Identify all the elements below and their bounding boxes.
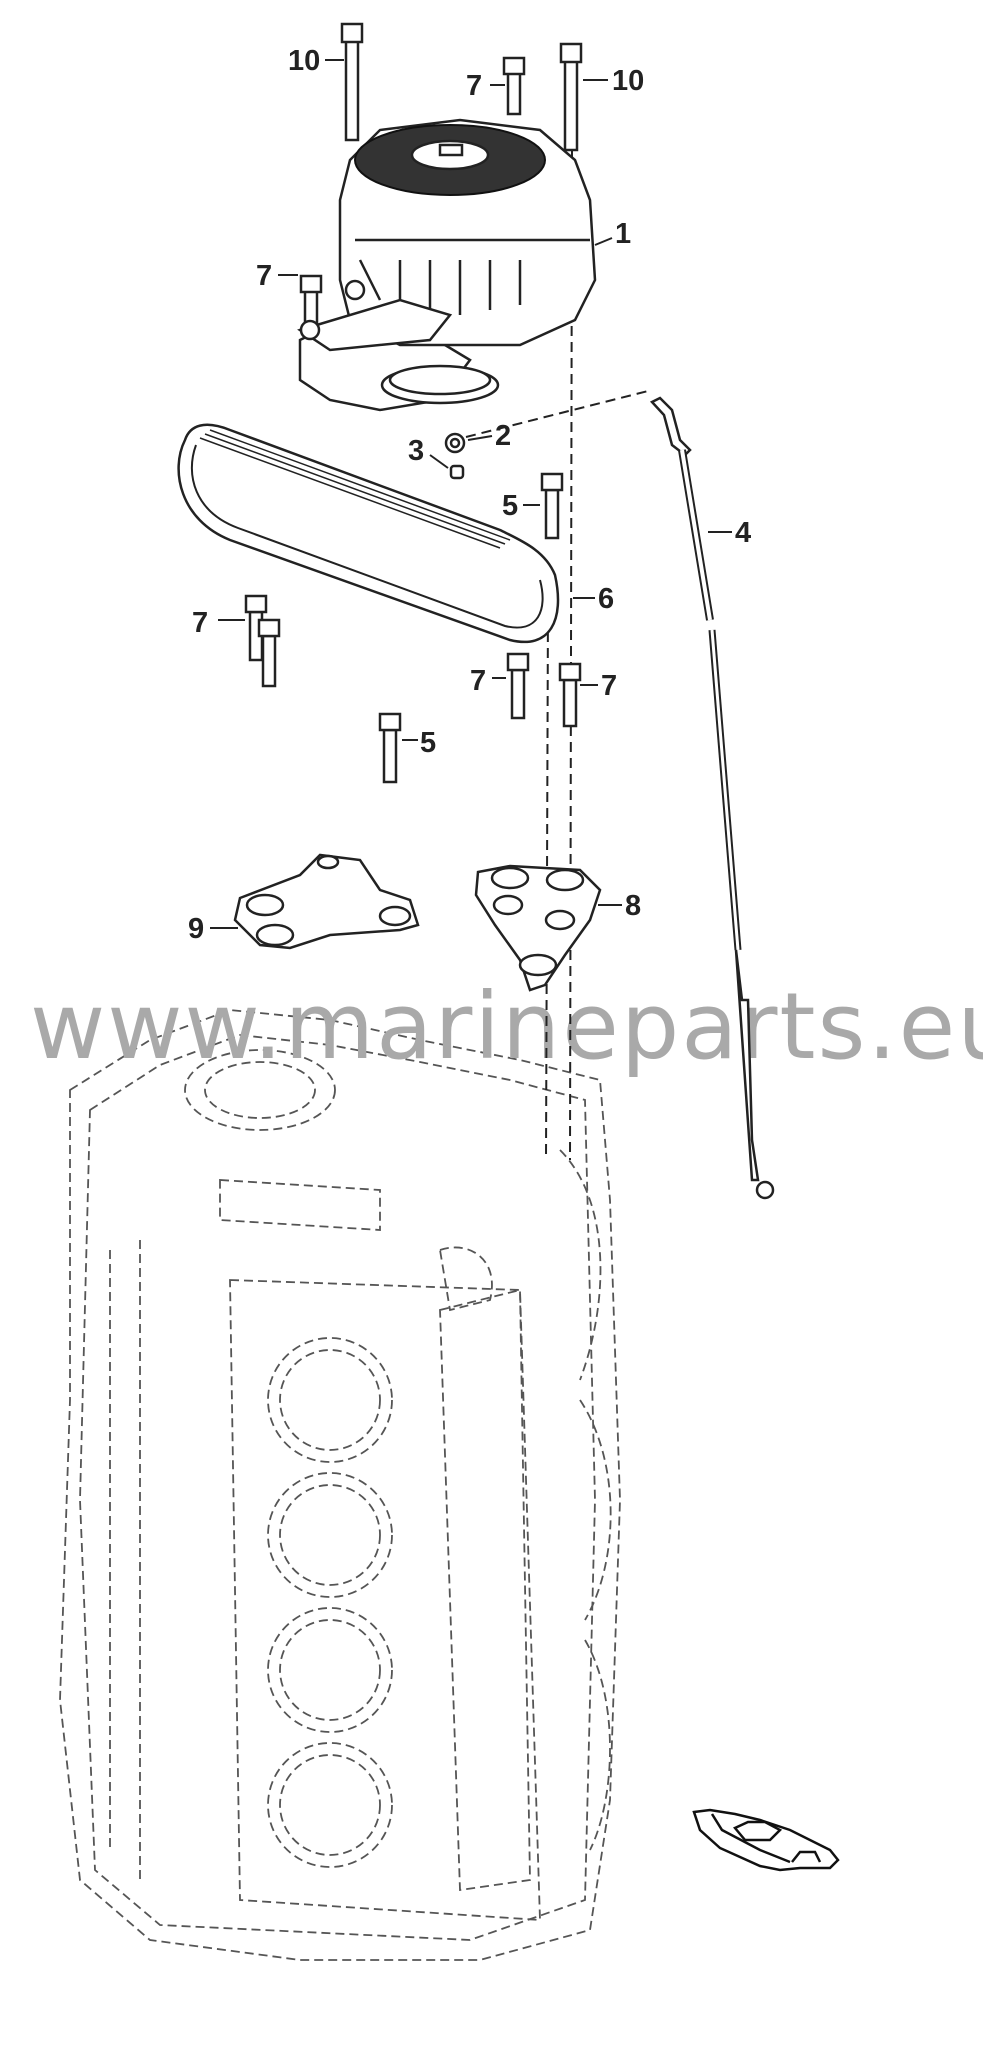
bolt-7-top [502, 56, 526, 116]
callout-2: 2 [495, 420, 511, 452]
bolt-10-right [559, 42, 583, 152]
boat-outline-icon [692, 1808, 840, 1872]
callout-5-upper: 5 [502, 490, 518, 522]
callout-7-right: 7 [601, 670, 617, 702]
callout-6: 6 [598, 583, 614, 615]
bolt-10-left [340, 22, 364, 142]
callout-1: 1 [615, 218, 631, 250]
callout-7-left: 7 [256, 260, 272, 292]
callout-9: 9 [188, 913, 204, 945]
bolt-7-d [558, 662, 582, 728]
callout-4: 4 [735, 517, 751, 549]
bolt-5-b [378, 712, 402, 784]
callout-10-left: 10 [288, 45, 320, 77]
washer-2 [444, 432, 466, 454]
leader-lines [210, 59, 732, 929]
callout-labels: 10 7 10 1 7 2 3 4 5 6 7 7 7 5 9 8 [188, 45, 751, 945]
bracket-9 [233, 853, 420, 950]
bolt-7-pair-2 [257, 618, 281, 688]
callout-7-top: 7 [466, 70, 482, 102]
callout-7-center: 7 [470, 665, 486, 697]
callout-7-pair: 7 [192, 607, 208, 639]
callout-3: 3 [408, 435, 424, 467]
drive-belt-6 [177, 423, 560, 644]
nut-3 [449, 464, 465, 480]
callout-5-lower: 5 [420, 727, 436, 759]
bolt-7-c [506, 652, 530, 720]
harness-4 [649, 396, 775, 1200]
callout-10-right: 10 [612, 65, 644, 97]
engine-block-outline [59, 1009, 621, 1961]
bracket-8 [474, 864, 602, 992]
bolt-5-a [540, 472, 564, 540]
callout-8: 8 [625, 890, 641, 922]
alternator [297, 118, 597, 412]
watermark-text: www.marineparts.eu [30, 973, 983, 1080]
